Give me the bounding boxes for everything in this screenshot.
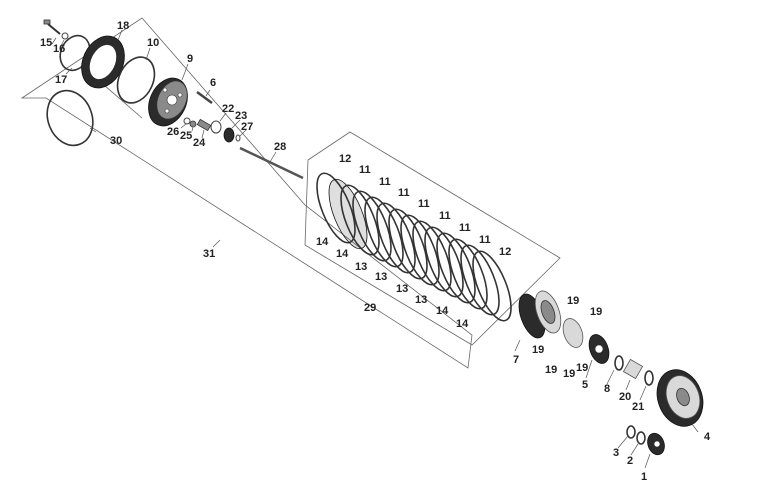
callout-labels: 1 2 3 4 5 6 7 8 9 10 11 11 11 11 11 11 1… [40,20,711,483]
callout-11c: 11 [398,187,410,199]
callout-20: 20 [619,391,631,403]
callout-10: 10 [147,37,159,49]
part-24 [196,118,212,132]
callout-13c: 13 [396,283,408,295]
callout-26: 26 [167,126,179,138]
part-27 [235,134,241,142]
callout-6: 6 [210,77,216,89]
part-ring-30 [46,89,94,147]
part-pin-6 [196,90,213,105]
callout-24: 24 [193,137,206,149]
callout-28: 28 [274,141,286,153]
callout-16: 16 [53,43,65,55]
part-gear-1 [647,432,665,456]
frame-kit-31 [20,17,473,369]
part-oring-10 [116,56,156,104]
part-pushrod-28 [239,146,304,180]
callout-14b: 14 [336,248,349,260]
callout-19d: 19 [576,362,588,374]
callout-11g: 11 [479,234,491,246]
part-bushing-20 [622,358,644,380]
part-25 [189,120,197,128]
callout-11a: 11 [359,164,371,176]
callout-18: 18 [117,20,129,32]
callout-17: 17 [55,74,67,86]
part-22 [210,120,222,134]
frame-kit-29 [304,131,561,346]
callout-7: 7 [513,354,519,366]
callout-11b: 11 [379,176,391,188]
callout-3: 3 [613,447,619,459]
callout-11e: 11 [439,210,451,222]
callout-19b: 19 [590,306,602,318]
callout-11d: 11 [418,198,430,210]
callout-2: 2 [627,455,633,467]
callout-19a: 19 [567,295,579,307]
callout-21: 21 [632,401,644,413]
callout-27: 27 [241,121,253,133]
part-basket-7 [518,290,562,339]
callout-4: 4 [704,431,711,443]
callout-8: 8 [604,383,610,395]
part-gear-4 [656,369,704,427]
part-washer-16 [61,32,69,40]
part-washer-3 [626,425,636,439]
callout-19e: 19 [545,364,557,376]
part-washer-2 [636,431,646,445]
callout-1: 1 [641,471,647,483]
part-23 [223,127,235,143]
part-washer-8 [614,355,624,371]
part-hub-5 [562,318,610,364]
callout-13a: 13 [355,261,367,273]
callout-9: 9 [187,53,193,65]
leader-lines [51,29,699,469]
callout-12b: 12 [499,246,511,258]
callout-14a: 14 [316,236,329,248]
part-26 [183,117,191,125]
callout-5: 5 [582,379,588,391]
callout-13d: 13 [415,294,427,306]
callout-23: 23 [235,110,247,122]
callout-30: 30 [110,135,122,147]
part-clutch-plates-stack [316,172,512,322]
callout-13b: 13 [375,271,387,283]
part-washer-21 [644,370,654,386]
callout-12a: 12 [339,153,351,165]
callout-22: 22 [222,103,234,115]
callout-31: 31 [203,248,215,260]
callout-29: 29 [364,302,376,314]
callout-19c: 19 [532,344,544,356]
callout-19f: 19 [563,368,575,380]
callout-11f: 11 [459,222,471,234]
callout-15: 15 [40,37,52,49]
part-cover-plate-18 [81,35,125,89]
part-pressure-plate-9 [148,77,188,127]
callout-14e: 14 [456,318,469,330]
callout-14d: 14 [436,305,449,317]
part-bolt-15 [43,19,61,35]
callout-25: 25 [180,130,192,142]
